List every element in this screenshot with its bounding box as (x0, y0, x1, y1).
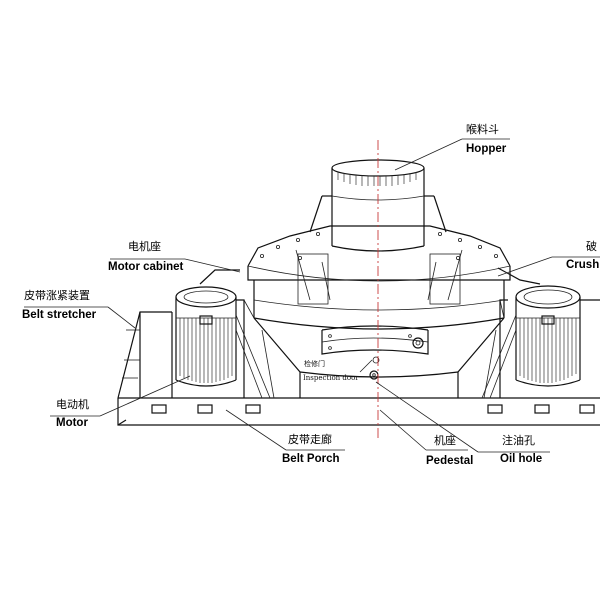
leader-lines (24, 138, 600, 453)
crusher-label-cn: 破 (586, 239, 597, 253)
inspection-door-label: Inspection door (303, 374, 359, 382)
oil-hole-label-cn: 注油孔 (502, 433, 535, 447)
motor-label-cn: 电动机 (56, 397, 89, 411)
pedestal-label-cn: 机座 (434, 433, 456, 447)
left-motor (175, 286, 237, 387)
motor-label: Motor (56, 417, 88, 429)
inspection-door (321, 325, 429, 355)
left-motor-fins (179, 318, 233, 383)
belt-stretcher-label: Belt stretcher (22, 309, 97, 321)
belt-porch-label-cn: 皮带走廊 (288, 432, 332, 446)
labels: 喉料斗 Hopper 电机座 Motor cabinet 皮带涨紧装置 Belt… (22, 122, 599, 467)
inspection-door-label-cn: 检修门 (304, 359, 325, 368)
left-cabinet (199, 269, 271, 399)
right-motor (515, 285, 600, 387)
belt-porch-label: Belt Porch (282, 453, 340, 465)
hopper-label: Hopper (466, 143, 507, 155)
crusher-label: Crush (566, 259, 599, 271)
crusher-body (243, 225, 511, 399)
oil-hole-marker (369, 370, 379, 380)
motor-cabinet-label: Motor cabinet (108, 261, 184, 273)
motor-cabinet-label-cn: 电机座 (128, 239, 161, 253)
oil-hole-upper (372, 356, 380, 364)
hopper-label-cn: 喉料斗 (466, 122, 499, 136)
right-motor-fins (519, 318, 577, 383)
belt-stretcher-label-cn: 皮带涨紧装置 (24, 289, 90, 302)
hopper-ribs (337, 172, 417, 186)
plate-bolts (259, 231, 498, 260)
pedestal-label: Pedestal (426, 455, 473, 467)
oil-hole-label: Oil hole (500, 453, 542, 465)
